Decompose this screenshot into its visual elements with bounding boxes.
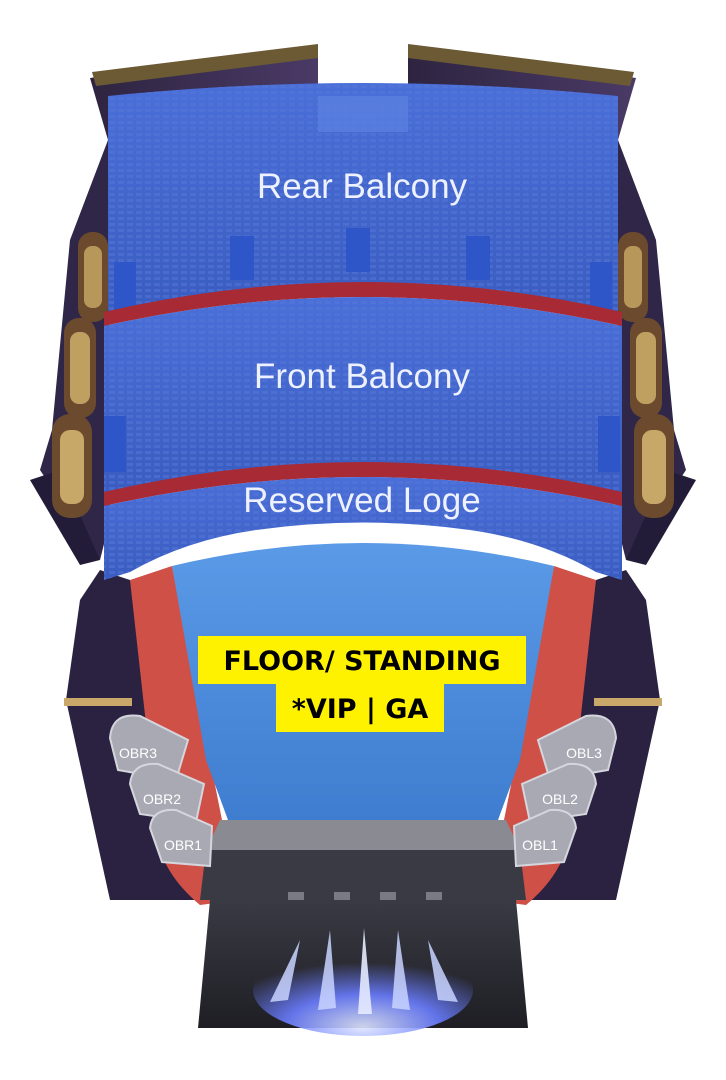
box-obr3[interactable]: OBR3 [108, 714, 190, 782]
box-obl2[interactable]: OBL2 [520, 762, 598, 824]
stage-edge [200, 820, 526, 902]
floor-label-line2[interactable]: *VIP | GA [292, 694, 429, 725]
floor-label-line1[interactable]: FLOOR/ STANDING [223, 646, 500, 677]
floor-label-box-1 [198, 636, 526, 684]
right-ledge [594, 698, 662, 706]
section-rear-balcony[interactable] [108, 83, 618, 318]
ornate-side-boxes [52, 232, 674, 518]
label-front-balcony[interactable]: Front Balcony [254, 357, 470, 396]
box-label-obr3: OBR3 [119, 745, 157, 761]
stage [198, 900, 528, 1036]
left-ledge [64, 698, 132, 706]
box-label-obl3: OBL3 [566, 745, 602, 761]
box-obl1[interactable]: OBL1 [512, 808, 578, 868]
balcony-rail-upper [104, 282, 622, 326]
box-obr1[interactable]: OBR1 [148, 808, 214, 868]
floor-label-box-2 [276, 684, 444, 732]
balcony-rail-lower [104, 462, 622, 506]
label-reserved-loge[interactable]: Reserved Loge [243, 481, 480, 520]
section-front-balcony[interactable] [104, 297, 622, 496]
floor-label[interactable]: FLOOR/ STANDING *VIP | GA [198, 636, 526, 732]
box-label-obl2: OBL2 [542, 791, 578, 807]
box-label-obl1: OBL1 [522, 837, 558, 853]
box-label-obr1: OBR1 [164, 837, 202, 853]
box-obr2[interactable]: OBR2 [128, 762, 206, 824]
box-label-obr2: OBR2 [143, 791, 181, 807]
section-reserved-loge[interactable] [104, 477, 622, 580]
label-rear-balcony[interactable]: Rear Balcony [257, 167, 468, 206]
box-obl3[interactable]: OBL3 [536, 714, 618, 782]
